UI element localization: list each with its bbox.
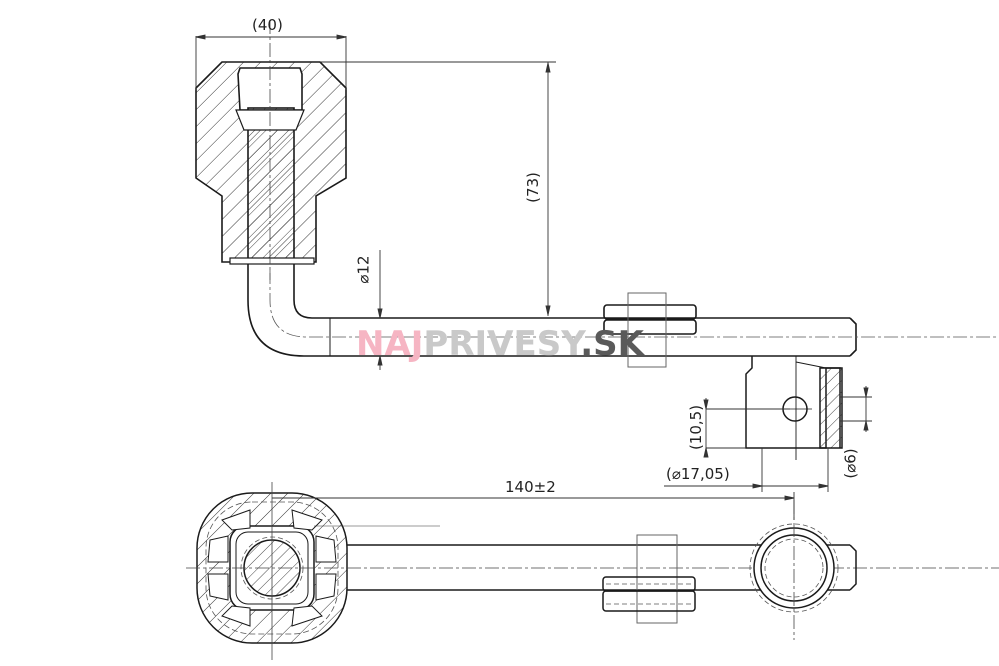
spring-collar: [603, 292, 697, 368]
watermark-naj: NAJ: [356, 324, 424, 364]
dimension-dia17: [664, 448, 829, 492]
dimension-10-5: [703, 398, 790, 458]
dim-label-40: (40): [252, 16, 283, 34]
dim-label-140: 140±2: [505, 478, 556, 496]
end-block: [745, 356, 843, 460]
bent-shaft: [247, 264, 999, 357]
dimension-dia6: [840, 386, 872, 432]
end-ring-plan: [749, 500, 839, 640]
dim-label-73: (73): [523, 172, 542, 203]
dim-label-dia6: (⌀6): [841, 448, 860, 479]
dim-label-10-5: (10,5): [687, 404, 706, 451]
watermark-logo: NAJPRIVESY.SK: [356, 327, 644, 361]
dimension-dia12: [377, 250, 383, 370]
dim-label-dia12: ⌀12: [354, 255, 373, 284]
dimension-40: [195, 34, 347, 90]
socket-head-section: [195, 61, 347, 265]
watermark-privesy: PRIVESY: [423, 324, 581, 364]
dimension-73: [320, 61, 556, 316]
dimension-140: [272, 492, 795, 527]
dim-label-dia17: (⌀17,05): [666, 465, 730, 483]
watermark-sk: .SK: [580, 324, 644, 364]
